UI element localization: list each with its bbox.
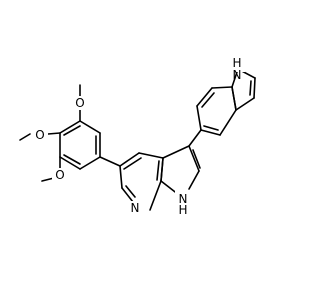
bond: [219, 109, 237, 136]
bond: [59, 120, 81, 134]
bond: [192, 149, 201, 169]
bond: [201, 92, 215, 108]
pyridine-n-label: N: [131, 201, 140, 215]
bond: [203, 125, 219, 131]
indole-n-label: N: [233, 68, 242, 82]
methoxy-o-top-label: O: [75, 96, 84, 110]
bond: [196, 105, 202, 131]
atom-label-layer: H N N N H O O O: [32, 56, 245, 217]
bond: [63, 125, 81, 136]
bond: [125, 185, 136, 198]
bond: [79, 120, 101, 134]
bond: [235, 97, 255, 111]
bond: [188, 145, 200, 172]
bond: [231, 86, 237, 111]
bond: [138, 152, 164, 159]
bond: [188, 170, 200, 190]
bond: [249, 80, 252, 96]
bond: [200, 129, 221, 136]
bond: [162, 145, 190, 159]
structure-svg: H N N N H O O O: [19, 56, 256, 217]
bond: [149, 180, 162, 211]
bond: [47, 132, 61, 135]
bond: [211, 86, 233, 89]
pyrrole-n-label: N: [179, 192, 188, 206]
bond: [19, 133, 31, 141]
molecule-canvas: H N N N H O O O: [19, 56, 256, 217]
indole-nh-label: H: [232, 56, 241, 70]
bond: [119, 152, 140, 167]
bond: [79, 156, 101, 170]
bond: [188, 129, 202, 147]
bond-layer: [19, 68, 256, 211]
bond: [196, 87, 213, 107]
methoxy-o-middle-label: O: [35, 128, 44, 142]
bond: [121, 187, 134, 203]
methoxy-o-bottom-label: O: [55, 168, 64, 182]
pyrrole-nh-label: H: [178, 203, 187, 217]
bond: [63, 154, 81, 165]
bond: [156, 160, 160, 181]
bond: [119, 165, 123, 189]
bond: [59, 156, 81, 170]
bond: [160, 157, 164, 182]
bond: [253, 77, 256, 99]
bond: [123, 157, 142, 170]
bond: [99, 156, 121, 167]
